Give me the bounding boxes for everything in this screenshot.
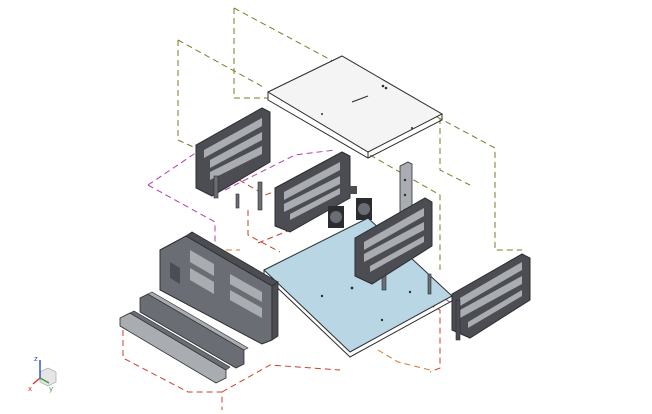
side-frame-right[interactable] (354, 197, 433, 285)
guide-magenta-2 (147, 184, 216, 255)
guide-olive-5 (439, 118, 471, 186)
guide-magenta-1 (147, 149, 201, 186)
guide-olive-6 (369, 154, 441, 270)
fan-module[interactable] (328, 186, 372, 228)
rail-back[interactable] (139, 291, 249, 369)
post-left[interactable] (235, 181, 263, 211)
guide-red-3 (257, 225, 301, 244)
front-frame-right[interactable] (451, 253, 531, 341)
guide-olive-1 (233, 8, 268, 99)
axis-triad: z x y (28, 355, 57, 393)
left-side-panel[interactable] (159, 231, 279, 345)
guide-red-4 (122, 320, 223, 410)
y-axis-line (39, 377, 50, 384)
top-cover[interactable] (266, 55, 444, 159)
explosion-guides (122, 7, 522, 410)
rear-frame-mid[interactable] (274, 151, 351, 233)
z-axis-label: z (34, 355, 38, 363)
y-axis-label: y (49, 385, 53, 393)
guide-magenta-3 (224, 149, 336, 191)
guide-red-2 (247, 210, 281, 253)
guide-olive-2 (233, 7, 522, 251)
guide-red-5 (221, 364, 341, 393)
rail-front[interactable] (119, 310, 231, 384)
guide-olive-3 (177, 40, 201, 151)
guide-orange-1 (377, 349, 431, 371)
guide-olive-4 (177, 39, 266, 89)
x-axis-line (32, 377, 41, 385)
x-axis-label: x (28, 385, 32, 393)
rear-frame-left[interactable] (195, 107, 271, 199)
